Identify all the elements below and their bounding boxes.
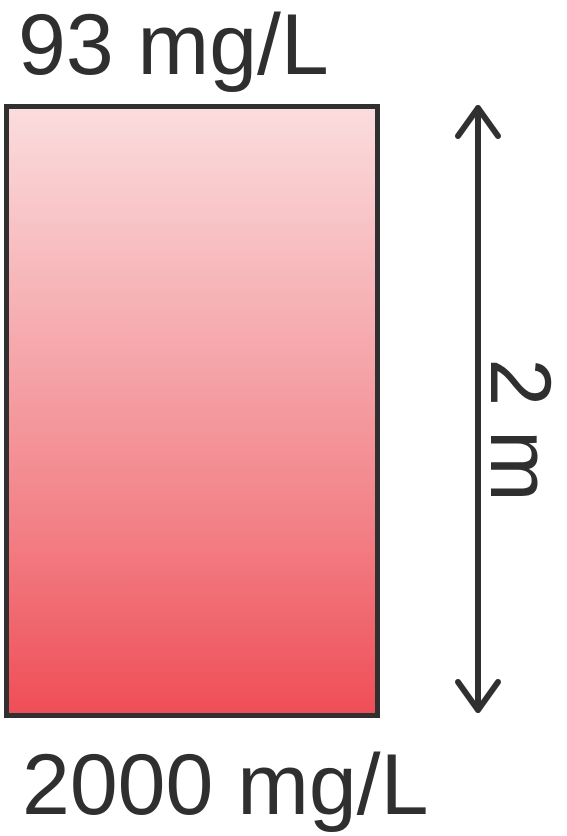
depth-label: 2 m bbox=[472, 358, 567, 502]
concentration-column bbox=[4, 104, 380, 718]
bottom-concentration-label: 2000 mg/L bbox=[22, 737, 429, 833]
double-arrow-icon bbox=[455, 105, 501, 713]
arrow-head-top bbox=[455, 105, 501, 139]
top-concentration-label: 93 mg/L bbox=[18, 0, 329, 93]
arrow-head-bottom bbox=[455, 679, 501, 713]
